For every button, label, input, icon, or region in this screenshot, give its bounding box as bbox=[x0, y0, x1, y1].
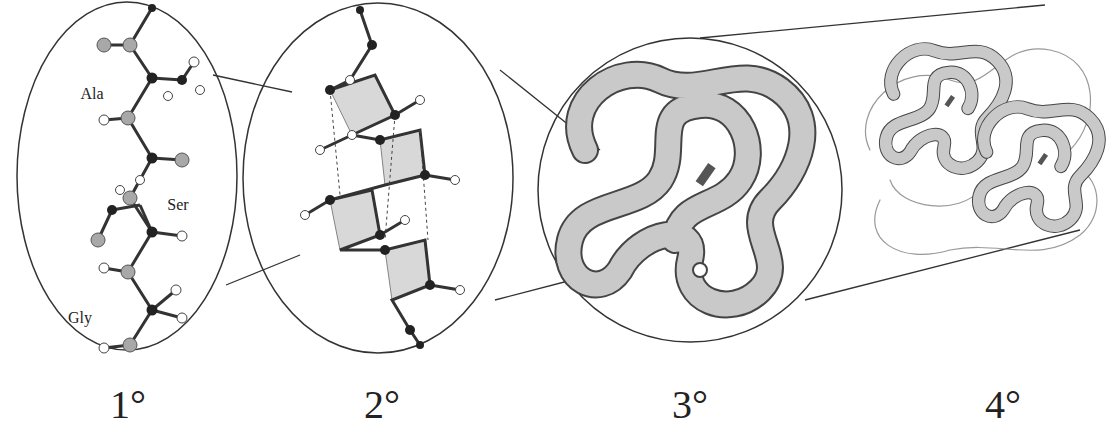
residue-label: Ala bbox=[80, 86, 103, 102]
quaternary-assembly bbox=[865, 49, 1099, 255]
secondary-ellipse bbox=[243, 3, 513, 353]
primary-ellipse bbox=[17, 2, 237, 350]
structure-level-label: 1° bbox=[110, 385, 146, 425]
tertiary-ribbon bbox=[568, 75, 802, 305]
structure-level-label: 3° bbox=[672, 385, 708, 425]
structure-level-label: 4° bbox=[985, 385, 1021, 425]
structure-level-label: 2° bbox=[364, 385, 400, 425]
alpha-helix bbox=[301, 6, 465, 349]
residue-label: Ser bbox=[167, 197, 188, 213]
tertiary-circle bbox=[538, 38, 842, 342]
amino-acid-chain bbox=[91, 4, 205, 353]
residue-label: Gly bbox=[68, 310, 92, 326]
